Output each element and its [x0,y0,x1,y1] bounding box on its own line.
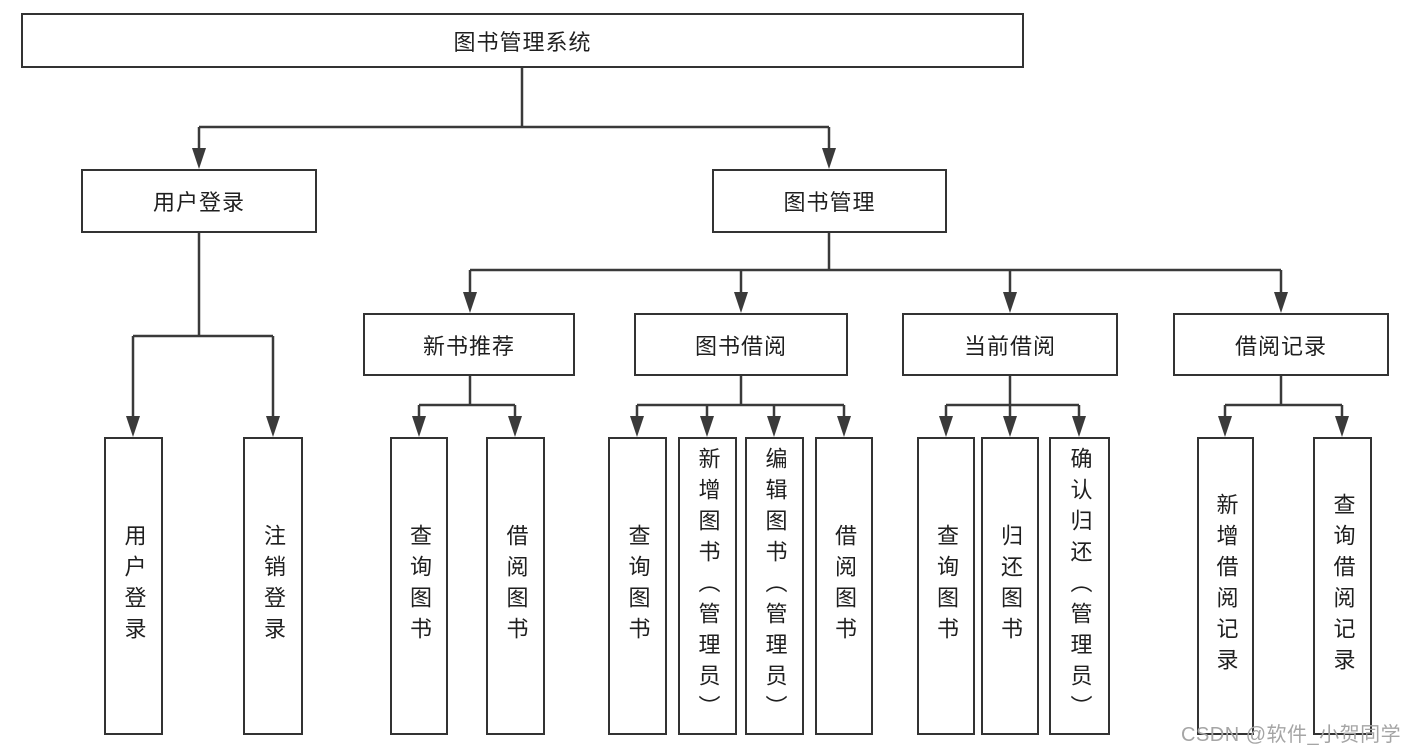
leaf-current-query-books-label: 查询图书 [934,524,959,648]
leaf-borrow-books-label: 借阅图书 [832,524,857,648]
node-new-book-recommend: 新书推荐 [363,313,575,376]
node-book-borrow: 图书借阅 [634,313,848,376]
leaf-recommend-borrow-books-label: 借阅图书 [503,524,529,648]
leaf-recommend-borrow-books: 借阅图书 [486,437,545,735]
leaf-query-borrow-record-label: 查询借阅记录 [1330,493,1356,679]
leaf-confirm-return-admin: 确认归还（管理员） [1049,437,1110,735]
leaf-borrow-books: 借阅图书 [815,437,873,735]
node-book-management-label: 图书管理 [783,190,876,215]
leaf-add-borrow-record-label: 新增借阅记录 [1213,493,1239,679]
leaf-confirm-return-admin-label: 确认归还（管理员） [1067,446,1093,726]
node-borrow-records: 借阅记录 [1173,313,1389,376]
leaf-logout-label: 注销登录 [261,524,286,648]
leaf-edit-book-admin: 编辑图书（管理员） [745,437,804,735]
node-user-login-label: 用户登录 [152,190,245,215]
leaf-borrow-query-books: 查询图书 [608,437,667,735]
leaf-add-borrow-record: 新增借阅记录 [1197,437,1254,735]
leaf-return-books: 归还图书 [981,437,1039,735]
node-new-book-recommend-label: 新书推荐 [422,333,515,359]
node-root-label: 图书管理系统 [453,29,592,55]
node-book-management: 图书管理 [712,169,947,233]
leaf-logout: 注销登录 [243,437,303,735]
arrowheads [126,148,1349,437]
leaf-add-book-admin-label: 新增图书（管理员） [695,446,721,726]
leaf-user-login: 用户登录 [104,437,163,735]
node-current-borrow-label: 当前借阅 [963,333,1056,359]
leaf-user-login-label: 用户登录 [121,524,147,648]
leaf-query-borrow-record: 查询借阅记录 [1313,437,1372,735]
node-current-borrow: 当前借阅 [902,313,1118,376]
leaf-edit-book-admin-label: 编辑图书（管理员） [762,446,788,726]
node-root: 图书管理系统 [21,13,1024,68]
leaf-return-books-label: 归还图书 [998,524,1023,648]
watermark: CSDN @软件_小贺同学 [1181,724,1402,746]
leaf-recommend-query-books-label: 查询图书 [407,524,432,648]
leaf-add-book-admin: 新增图书（管理员） [678,437,737,735]
node-borrow-records-label: 借阅记录 [1234,333,1327,359]
leaf-borrow-query-books-label: 查询图书 [625,524,651,648]
node-book-borrow-label: 图书借阅 [694,333,787,359]
leaf-recommend-query-books: 查询图书 [390,437,448,735]
leaf-current-query-books: 查询图书 [917,437,975,735]
node-user-login: 用户登录 [81,169,317,233]
